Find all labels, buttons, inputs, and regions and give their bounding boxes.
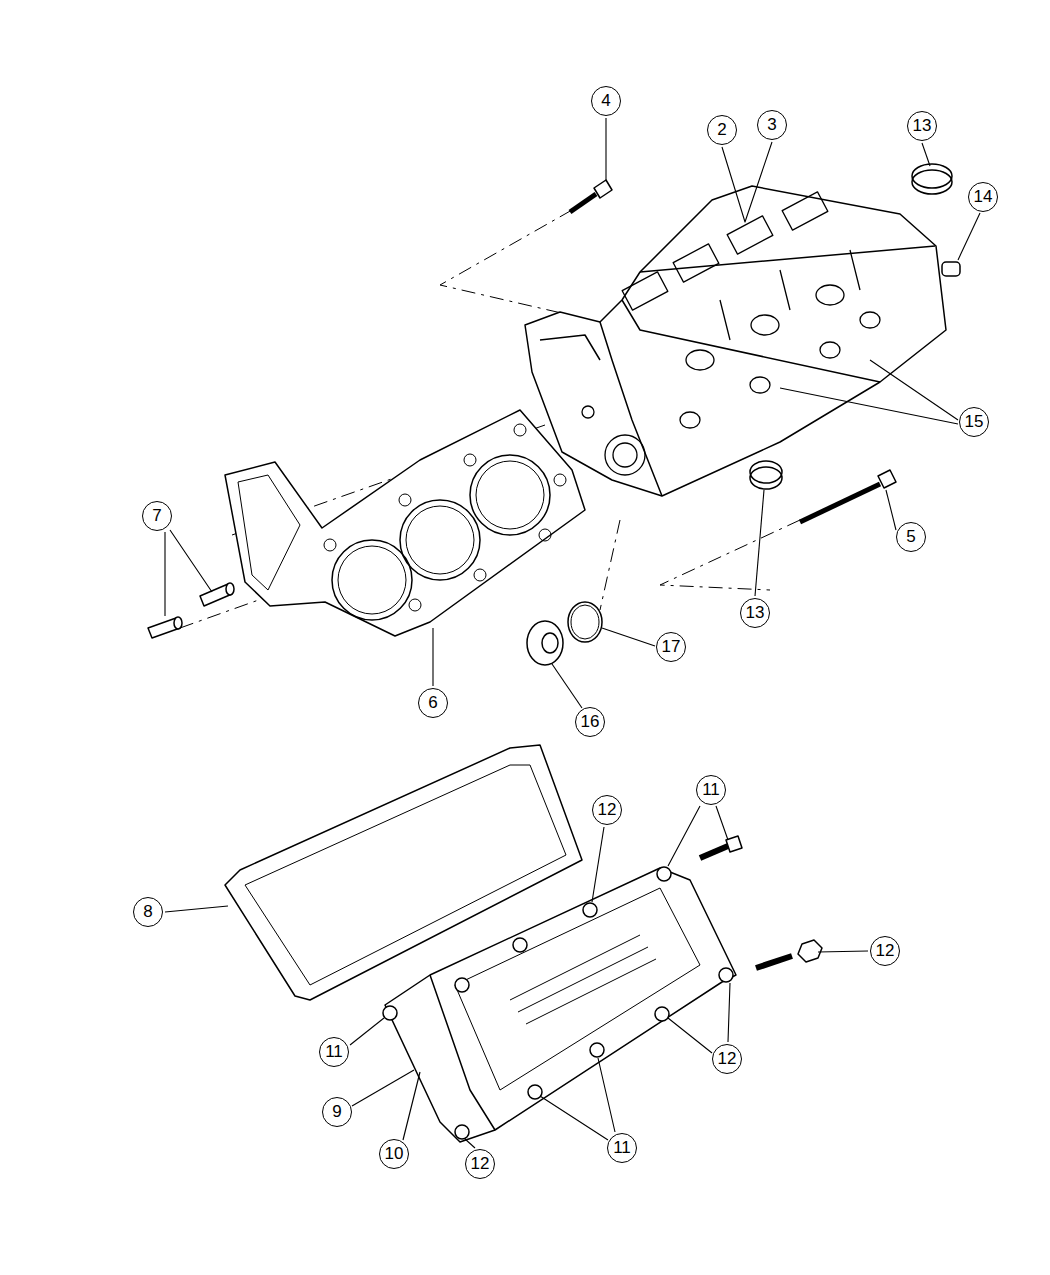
callout-number: 9 <box>332 1102 341 1122</box>
callout-circle: 2 <box>707 115 737 145</box>
head-bolt-long <box>800 470 896 522</box>
callout-circle: 12 <box>712 1044 742 1074</box>
callout-circle: 15 <box>959 407 989 437</box>
cylinder-head <box>525 186 946 496</box>
callout-circle: 10 <box>379 1139 409 1169</box>
leader-lines <box>165 118 980 1148</box>
callout-number: 11 <box>325 1042 343 1062</box>
callout-number: 6 <box>428 693 437 713</box>
callout-number: 12 <box>598 800 617 820</box>
callout-number: 12 <box>471 1154 490 1174</box>
callout-circle: 4 <box>591 86 621 116</box>
callout-circle: 12 <box>592 795 622 825</box>
head-gasket <box>225 410 585 636</box>
callout-number: 2 <box>717 120 726 140</box>
callout-number: 8 <box>143 902 152 922</box>
callout-circle: 6 <box>418 688 448 718</box>
callout-circle: 12 <box>465 1149 495 1179</box>
callout-circle: 16 <box>575 707 605 737</box>
callout-number: 4 <box>601 91 610 111</box>
callout-circle: 11 <box>607 1133 637 1163</box>
callout-number: 14 <box>974 187 993 207</box>
cam-seal <box>912 170 952 194</box>
callout-number: 11 <box>613 1138 631 1158</box>
callout-circle: 11 <box>319 1037 349 1067</box>
plug <box>527 621 563 665</box>
callout-number: 3 <box>767 115 776 135</box>
callout-number: 11 <box>702 780 720 800</box>
callout-number: 12 <box>718 1049 737 1069</box>
callout-circle: 17 <box>656 632 686 662</box>
callout-number: 12 <box>876 941 895 961</box>
bushing <box>942 262 960 276</box>
callout-circle: 9 <box>322 1097 352 1127</box>
callout-number: 5 <box>906 527 915 547</box>
callout-circle: 14 <box>968 182 998 212</box>
callout-number: 17 <box>662 637 681 657</box>
callout-number: 16 <box>581 712 600 732</box>
cam-seal <box>750 467 782 489</box>
callout-circle: 11 <box>696 775 726 805</box>
valve-cover <box>383 867 736 1142</box>
callout-number: 13 <box>746 603 765 623</box>
callout-circle: 12 <box>870 936 900 966</box>
callout-circle: 5 <box>896 522 926 552</box>
dowel-pins <box>148 583 234 638</box>
cover-bolt <box>700 846 728 858</box>
callout-circle: 13 <box>740 598 770 628</box>
callout-circle: 7 <box>142 501 172 531</box>
o-ring <box>568 602 602 642</box>
callout-circle: 3 <box>757 110 787 140</box>
callout-number: 7 <box>152 506 161 526</box>
stud <box>756 956 792 968</box>
callout-circle: 13 <box>907 111 937 141</box>
callout-number: 10 <box>385 1144 404 1164</box>
nut <box>798 940 822 962</box>
head-bolt <box>570 180 612 212</box>
callout-number: 13 <box>913 116 932 136</box>
callout-number: 15 <box>965 412 984 432</box>
callout-circle: 8 <box>133 897 163 927</box>
